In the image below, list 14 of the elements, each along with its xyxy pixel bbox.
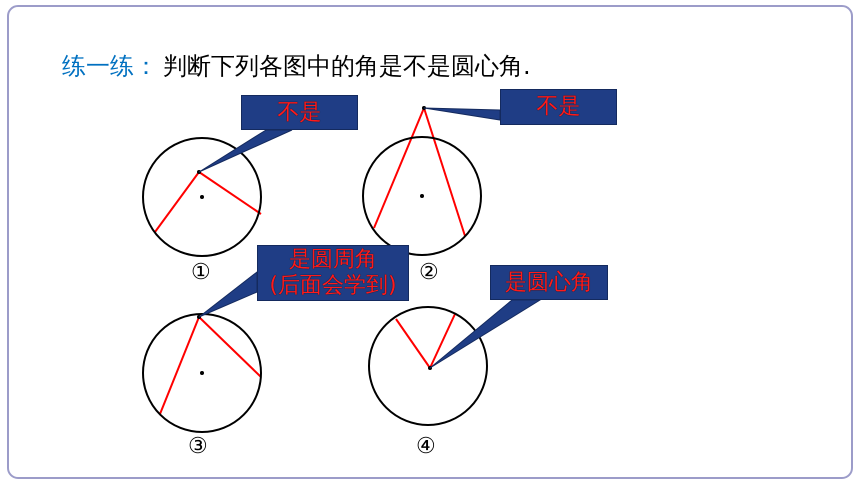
figure-number: ①	[191, 261, 211, 285]
callout-tail	[198, 270, 258, 318]
figure-number: ④	[416, 435, 436, 459]
callout-tail	[430, 300, 542, 368]
circle	[142, 313, 262, 433]
figure-number: ③	[188, 435, 208, 459]
figure-number: ②	[419, 261, 439, 285]
callout-box: 不是	[500, 89, 617, 125]
exercise-heading: 练一练：	[62, 51, 158, 82]
callout-box: 不是	[241, 95, 358, 130]
question-text: 判断下列各图中的角是不是圆心角.	[163, 51, 531, 82]
callout-tail	[424, 108, 500, 121]
callout-box: 是圆心角	[490, 265, 608, 300]
callout-tail	[198, 130, 292, 172]
